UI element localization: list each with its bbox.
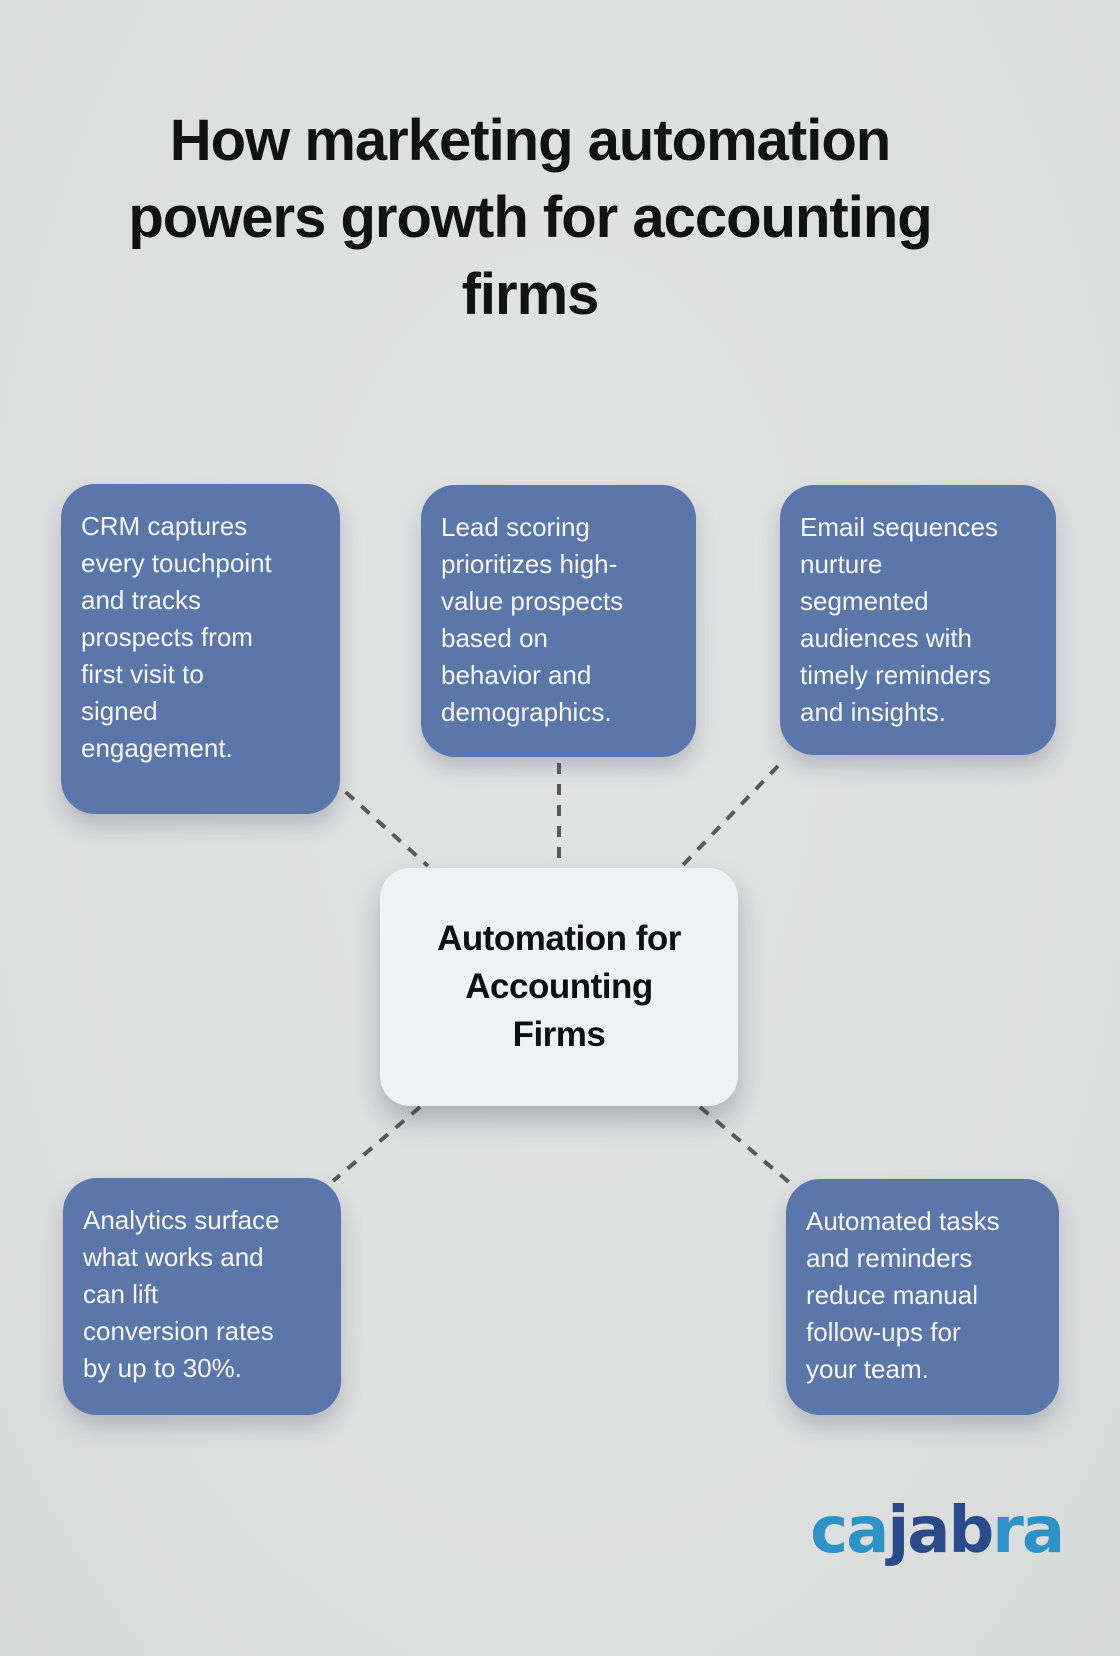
- node-analytics: Analytics surface what works and can lif…: [63, 1178, 341, 1415]
- connector-center-automatedtasks: [698, 1105, 792, 1185]
- connector-crm-center: [328, 776, 430, 868]
- connector-center-analytics: [331, 1105, 422, 1183]
- node-crm-text: CRM captures every touchpoint and tracks…: [81, 511, 272, 763]
- logo-segment: ca: [810, 1494, 889, 1568]
- logo-segment: ra: [992, 1494, 1065, 1568]
- cajabra-logo: cajabra: [810, 1494, 1065, 1568]
- node-automated-tasks: Automated tasks and reminders reduce man…: [786, 1179, 1059, 1415]
- logo-segment: jab: [887, 1494, 994, 1568]
- page-title: How marketing automation powers growth f…: [128, 108, 932, 327]
- node-email-sequences-text: Email sequences nurture segmented audien…: [800, 512, 998, 727]
- node-lead-scoring-text: Lead scoring prioritizes high- value pro…: [441, 512, 624, 727]
- node-automated-tasks-text: Automated tasks and reminders reduce man…: [806, 1206, 1000, 1384]
- node-lead-scoring: Lead scoring prioritizes high- value pro…: [421, 485, 696, 757]
- connector-email-center: [680, 764, 780, 868]
- center-node-label: Automation for Accounting Firms: [437, 919, 681, 1054]
- center-node: Automation for Accounting Firms: [380, 868, 738, 1106]
- node-crm: CRM captures every touchpoint and tracks…: [61, 484, 340, 814]
- node-analytics-text: Analytics surface what works and can lif…: [83, 1205, 280, 1383]
- node-email-sequences: Email sequences nurture segmented audien…: [780, 485, 1056, 755]
